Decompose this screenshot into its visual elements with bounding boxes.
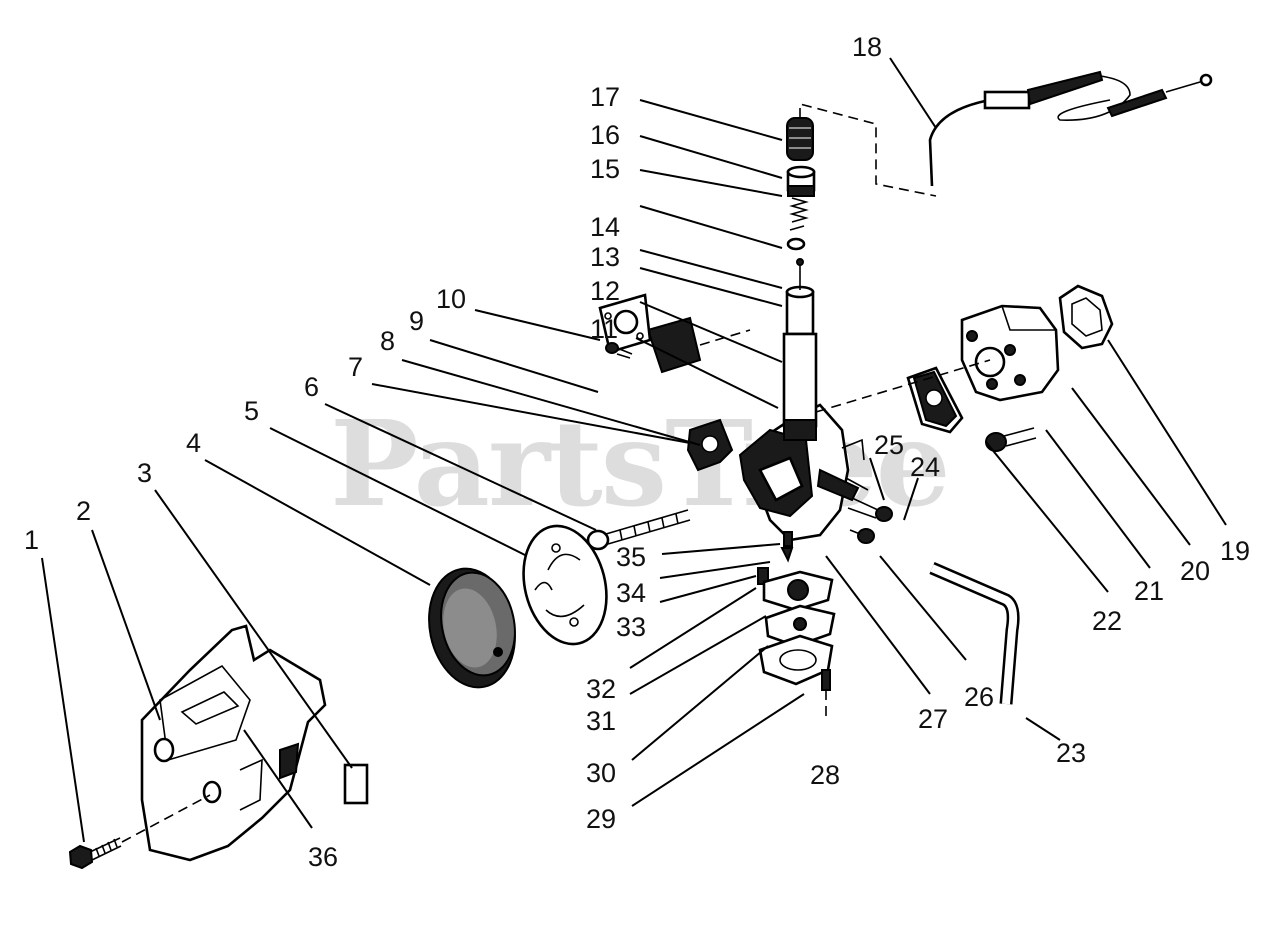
part-16-cap bbox=[786, 165, 816, 197]
callout-36: 36 bbox=[308, 842, 338, 872]
part-4-filter-element bbox=[428, 567, 516, 689]
part-26-screw bbox=[849, 528, 875, 544]
callout-1: 1 bbox=[24, 525, 39, 555]
part-13-clip bbox=[786, 237, 806, 251]
part-11-throttle-barrel bbox=[785, 285, 815, 336]
callout-8: 8 bbox=[380, 326, 395, 356]
part-15-spring bbox=[789, 197, 809, 223]
carburetor-body bbox=[738, 332, 865, 542]
callout-17: 17 bbox=[590, 82, 620, 112]
part-24-screw bbox=[847, 497, 893, 522]
callout-30: 30 bbox=[586, 758, 616, 788]
callout-15: 15 bbox=[590, 154, 620, 184]
part-34-needle-valve bbox=[780, 547, 794, 563]
callout-34: 34 bbox=[616, 578, 646, 608]
callout-27: 27 bbox=[918, 704, 948, 734]
callout-33: 33 bbox=[616, 612, 646, 642]
part-8-reed-plate bbox=[646, 316, 751, 374]
part-20-spacer-block bbox=[960, 304, 1060, 402]
callout-32: 32 bbox=[586, 674, 616, 704]
part-3-decal bbox=[343, 763, 369, 805]
callout-6: 6 bbox=[304, 372, 319, 402]
callout-12: 12 bbox=[590, 276, 620, 306]
part-32-gasket bbox=[762, 570, 834, 612]
callout-26: 26 bbox=[964, 682, 994, 712]
parts-illustration bbox=[68, 70, 1213, 870]
callout-10: 10 bbox=[436, 284, 466, 314]
callout-7: 7 bbox=[348, 352, 363, 382]
part-10-screw bbox=[605, 342, 633, 359]
part-19-gasket bbox=[1058, 284, 1114, 350]
callout-24: 24 bbox=[910, 452, 940, 482]
mount-axis-line bbox=[815, 359, 991, 413]
callout-29: 29 bbox=[586, 804, 616, 834]
part-14-washer bbox=[789, 225, 805, 231]
watermark: PartsTree bbox=[330, 394, 949, 533]
part-1-screw bbox=[68, 837, 122, 870]
callout-14: 14 bbox=[590, 212, 620, 242]
part-28-screw bbox=[821, 669, 831, 722]
part-6-bolt bbox=[586, 509, 691, 551]
part-7-gasket bbox=[686, 418, 734, 472]
callout-9: 9 bbox=[409, 306, 424, 336]
callout-2: 2 bbox=[76, 496, 91, 526]
part-18-throttle-cable bbox=[928, 70, 1213, 187]
callout-numbers: 1 2 3 4 5 6 7 8 9 10 11 12 13 14 15 16 1… bbox=[24, 32, 1250, 872]
callout-23: 23 bbox=[1056, 738, 1086, 768]
part-21-bolt bbox=[985, 427, 1037, 452]
part-17-boot bbox=[786, 117, 814, 161]
callout-5: 5 bbox=[244, 396, 259, 426]
callout-31: 31 bbox=[586, 706, 616, 736]
part-2-air-filter-cover bbox=[121, 624, 327, 862]
part-22-gasket bbox=[906, 366, 964, 434]
callout-21: 21 bbox=[1134, 576, 1164, 606]
part-23-fuel-line bbox=[929, 562, 1020, 705]
callout-20: 20 bbox=[1180, 556, 1210, 586]
callout-22: 22 bbox=[1092, 606, 1122, 636]
part-25-screw bbox=[845, 477, 869, 491]
part-12-needle bbox=[796, 258, 804, 290]
cable-path-line bbox=[799, 102, 937, 197]
part-31-diaphragm bbox=[764, 604, 836, 648]
callout-11: 11 bbox=[590, 314, 618, 344]
callout-4: 4 bbox=[186, 428, 201, 458]
callout-18: 18 bbox=[852, 32, 882, 62]
callout-35: 35 bbox=[616, 542, 646, 572]
callout-25: 25 bbox=[874, 430, 904, 460]
callout-19: 19 bbox=[1220, 536, 1250, 566]
part-35-pin bbox=[783, 531, 793, 547]
callout-16: 16 bbox=[590, 120, 620, 150]
part-5-backing-plate bbox=[522, 524, 608, 646]
callout-28: 28 bbox=[810, 760, 840, 790]
leader-lines bbox=[41, 57, 1227, 843]
callout-13: 13 bbox=[590, 242, 620, 272]
callout-3: 3 bbox=[137, 458, 152, 488]
